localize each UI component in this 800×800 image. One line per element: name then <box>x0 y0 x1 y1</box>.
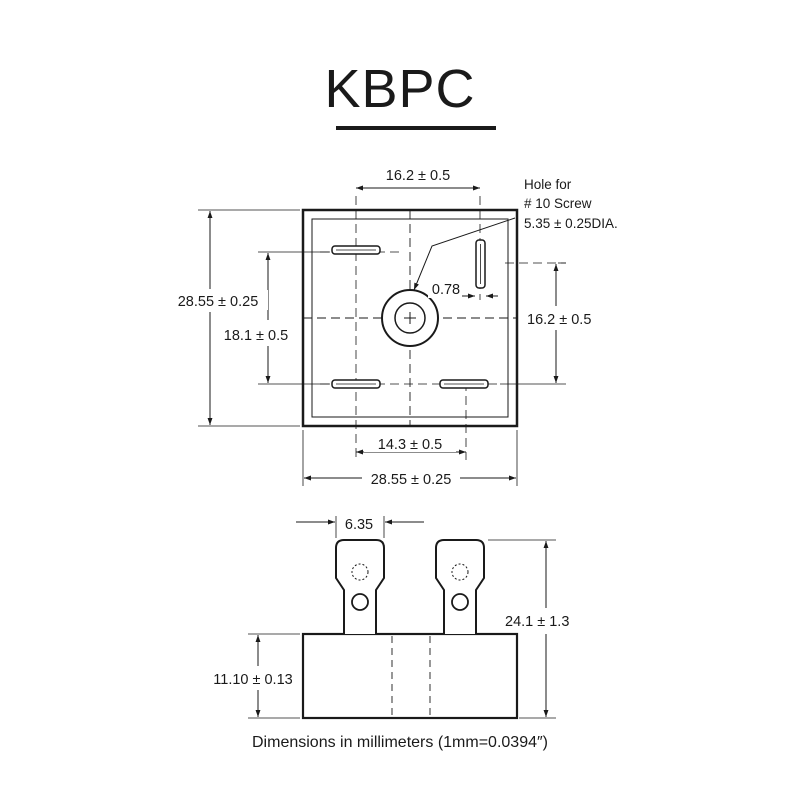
dim-tab-width: 6.35 <box>345 517 373 533</box>
tab-hole-left <box>351 593 369 611</box>
units-caption: Dimensions in millimeters (1mm=0.0394″) <box>252 734 548 751</box>
hole-note-line-3: 5.35 ± 0.25DIA. <box>524 216 618 231</box>
diagram-title: KBPC <box>324 59 476 119</box>
side-view <box>248 516 556 720</box>
package-body-side <box>301 632 519 720</box>
hole-note-line-1: Hole for <box>524 177 572 192</box>
screw-hole-inner <box>394 302 426 334</box>
title-underline <box>336 126 496 130</box>
dim-body-height: 11.10 ± 0.13 <box>213 672 292 688</box>
dim-pin-spacing-top: 16.2 ± 0.5 <box>386 168 450 184</box>
dim-side-overall-height: 24.1 ± 1.3 <box>505 614 569 630</box>
dim-pin-spacing-bottom: 14.3 ± 0.5 <box>378 437 442 453</box>
terminal-tab-right <box>435 539 485 634</box>
top-view <box>198 185 566 486</box>
top-view-labels: 16.2 ± 0.5 Hole for # 10 Screw 5.35 ± 0.… <box>170 164 618 488</box>
dim-overall-height: 28.55 ± 0.25 <box>178 294 259 310</box>
dim-terminal-width: 0.78 <box>432 282 460 298</box>
hole-note-line-2: # 10 Screw <box>524 196 592 211</box>
dim-overall-width: 28.55 ± 0.25 <box>371 472 452 488</box>
dim-pin-spacing-right: 16.2 ± 0.5 <box>527 312 591 328</box>
tab-hole-right <box>451 593 469 611</box>
side-view-labels: 6.35 24.1 ± 1.3 11.10 ± 0.13 <box>206 517 588 688</box>
dim-pin-spacing-left: 18.1 ± 0.5 <box>224 328 288 344</box>
terminal-tab-left <box>335 539 385 634</box>
